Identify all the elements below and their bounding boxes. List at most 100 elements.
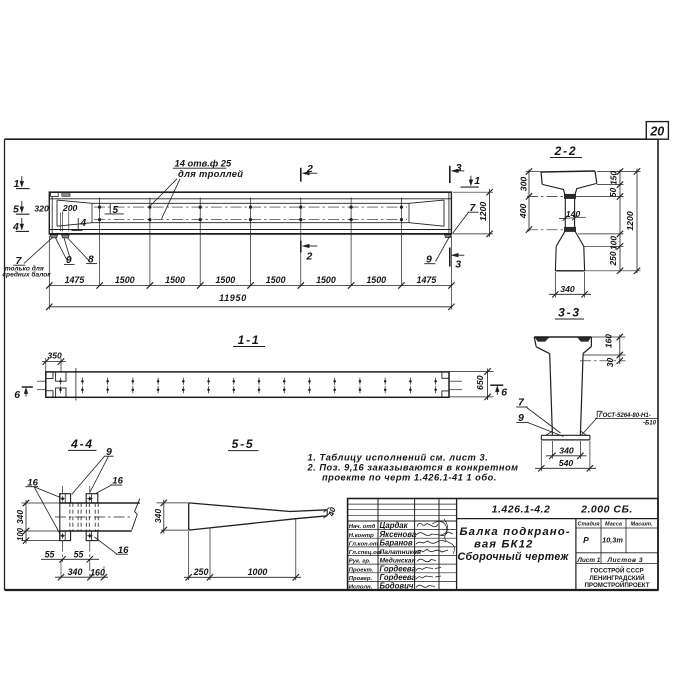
svg-text:Мединская: Мединская (380, 557, 416, 565)
svg-text:160: 160 (603, 334, 613, 348)
svg-text:только для: только для (5, 265, 44, 273)
svg-text:1000: 1000 (248, 567, 268, 577)
svg-text:7: 7 (470, 202, 477, 214)
svg-text:400: 400 (518, 204, 528, 220)
svg-text:2. Поз. 9,16 заказываются в ко: 2. Поз. 9,16 заказываются в конкретном (307, 462, 519, 472)
svg-text:Гл.кон.от: Гл.кон.от (349, 541, 378, 547)
svg-text:1. Таблицу исполнений см. лис: 1. Таблицу исполнений см. лист 3. (308, 452, 489, 462)
svg-text:Нач. отд: Нач. отд (349, 524, 376, 530)
svg-text:1200: 1200 (625, 211, 635, 230)
svg-text:3: 3 (455, 259, 461, 271)
svg-text:11950: 11950 (219, 293, 247, 303)
svg-text:2.000 СБ.: 2.000 СБ. (580, 504, 633, 516)
svg-text:Цардак: Цардак (380, 521, 409, 530)
svg-text:2-2: 2-2 (554, 144, 578, 158)
svg-text:Рук. гр.: Рук. гр. (349, 559, 371, 565)
svg-text:1.426.1-4.2: 1.426.1-4.2 (492, 504, 551, 516)
svg-text:4-4: 4-4 (70, 437, 94, 451)
svg-text:Баранов: Баранов (380, 538, 413, 547)
svg-text:9: 9 (66, 255, 72, 266)
svg-text:7: 7 (518, 397, 525, 409)
svg-text:1: 1 (14, 178, 20, 190)
svg-text:5: 5 (13, 204, 19, 216)
svg-text:Исполн.: Исполн. (349, 585, 373, 591)
svg-text:340: 340 (153, 509, 163, 523)
svg-text:8: 8 (88, 254, 94, 265)
svg-text:Гордеева: Гордеева (380, 564, 417, 573)
svg-text:650: 650 (475, 375, 485, 390)
svg-text:540: 540 (559, 458, 574, 468)
svg-text:Яксенова: Яксенова (379, 530, 417, 539)
svg-text:1500: 1500 (316, 275, 336, 285)
svg-text:3-3: 3-3 (558, 306, 581, 320)
svg-text:1500: 1500 (165, 275, 185, 285)
svg-text:Палатников: Палатников (380, 549, 422, 556)
svg-text:160: 160 (90, 568, 105, 578)
svg-text:Лист 1: Лист 1 (577, 557, 601, 564)
svg-text:6: 6 (14, 389, 20, 401)
svg-text:40: 40 (326, 506, 337, 518)
svg-text:50: 50 (608, 188, 618, 198)
svg-text:2: 2 (306, 163, 313, 175)
svg-text:1500: 1500 (366, 275, 386, 285)
svg-text:340: 340 (68, 567, 83, 577)
svg-text:250: 250 (193, 567, 209, 577)
svg-text:30: 30 (605, 358, 615, 368)
svg-text:5-5: 5-5 (232, 437, 255, 451)
svg-text:5: 5 (113, 205, 119, 216)
svg-text:300: 300 (519, 177, 529, 192)
svg-text:ЛЕНИНГРАДСКИЙ: ЛЕНИНГРАДСКИЙ (589, 574, 645, 582)
svg-text:3: 3 (456, 162, 462, 174)
svg-text:ПРОМСТРОЙПРОЕКТ: ПРОМСТРОЙПРОЕКТ (584, 581, 649, 589)
svg-text:Масса: Масса (605, 522, 622, 528)
svg-text:340: 340 (560, 284, 575, 294)
svg-text:1-1: 1-1 (238, 333, 261, 347)
svg-text:55: 55 (74, 549, 85, 559)
svg-text:9: 9 (106, 446, 112, 458)
svg-text:-Б10: -Б10 (643, 420, 657, 426)
svg-text:для троллей: для троллей (178, 168, 243, 179)
svg-text:Стадия: Стадия (578, 522, 601, 528)
svg-text:средних балок: средних балок (2, 270, 51, 278)
svg-text:1500: 1500 (215, 275, 235, 285)
svg-text:6: 6 (501, 387, 507, 399)
svg-text:ГОСТ-5264-80-Н1-: ГОСТ-5264-80-Н1- (599, 413, 651, 419)
svg-text:Р: Р (583, 535, 589, 545)
svg-text:Бодович: Бодович (380, 582, 414, 591)
svg-text:Листов 3: Листов 3 (607, 557, 644, 564)
svg-text:2: 2 (306, 251, 313, 263)
svg-text:350: 350 (48, 351, 62, 361)
svg-text:Балка подкрано-: Балка подкрано- (460, 526, 571, 538)
svg-text:1500: 1500 (115, 275, 135, 285)
svg-text:1475: 1475 (417, 275, 438, 285)
svg-text:Сборочный чертеж: Сборочный чертеж (458, 551, 570, 563)
svg-text:340: 340 (15, 510, 25, 524)
svg-text:Масшт.: Масшт. (630, 522, 652, 528)
svg-text:4: 4 (80, 218, 87, 229)
svg-text:10,3т: 10,3т (602, 536, 623, 545)
svg-text:проекте по черт 1.426.1-41 1: проекте по черт 1.426.1-41 1 обо. (322, 472, 497, 482)
svg-text:Н.контр: Н.контр (349, 533, 374, 539)
svg-text:9: 9 (426, 253, 432, 265)
svg-text:ГОССТРОЙ СССР: ГОССТРОЙ СССР (590, 567, 643, 575)
svg-text:200: 200 (62, 203, 78, 213)
svg-text:Гордеева: Гордеева (380, 573, 417, 582)
svg-text:16: 16 (112, 476, 123, 487)
svg-text:Гл.спец.от: Гл.спец.от (349, 550, 382, 556)
svg-text:7: 7 (16, 255, 23, 267)
svg-text:Проект.: Проект. (349, 567, 374, 573)
svg-text:4: 4 (12, 221, 19, 233)
svg-text:16: 16 (118, 545, 129, 556)
svg-text:320: 320 (34, 203, 49, 213)
svg-text:9: 9 (518, 412, 524, 424)
svg-text:150: 150 (608, 171, 618, 185)
svg-text:Провер.: Провер. (349, 576, 373, 582)
svg-text:1200: 1200 (478, 202, 488, 221)
svg-text:20: 20 (649, 125, 664, 139)
svg-text:1475: 1475 (65, 275, 86, 285)
svg-text:140: 140 (566, 209, 581, 219)
svg-text:16: 16 (27, 477, 38, 488)
svg-text:100: 100 (16, 527, 25, 541)
svg-text:250: 250 (608, 251, 618, 266)
svg-text:340: 340 (559, 445, 574, 455)
